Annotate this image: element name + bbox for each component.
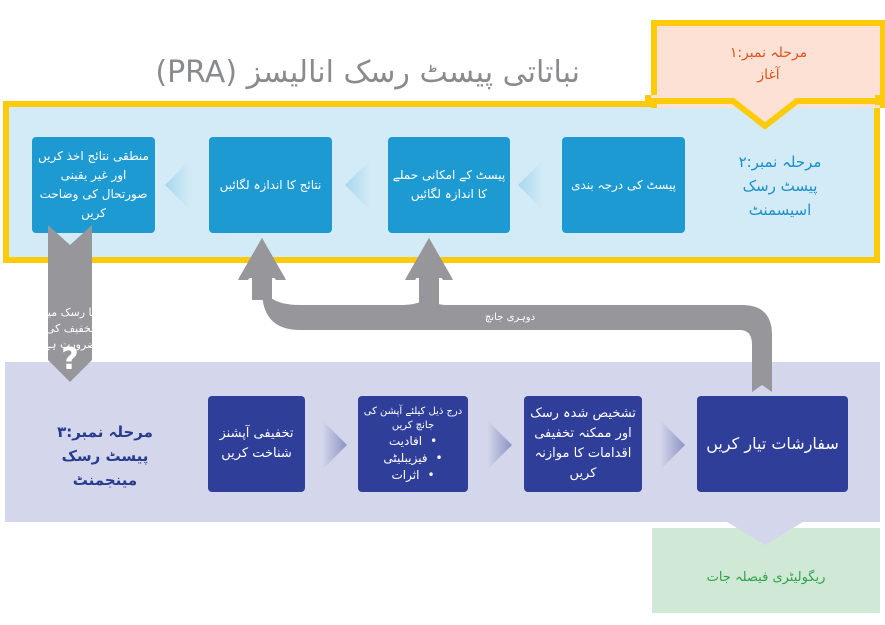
list-item: افادیت (383, 433, 442, 450)
chevron-right-icon (660, 420, 685, 470)
stage2-label-line2: پیسٹ رسک (742, 177, 818, 195)
chevron-left-icon (165, 160, 190, 210)
stage2-label: مرحلہ نمبر:۲ پیسٹ رسک اسیسمنٹ (700, 150, 860, 222)
list-item: اثرات (383, 467, 442, 484)
outcome-label: ریگولیٹری فیصلہ جات (706, 570, 826, 585)
arrow-up-icon (238, 238, 286, 280)
step-text: پیسٹ کے امکانی حملے کا اندازہ لگائیں (392, 168, 506, 201)
arrow-up-icon (405, 238, 453, 280)
decision-question: کیا رسک میں تخفیف کی ضرورت ہے (39, 306, 101, 351)
stage3-label-line3: مینجمنٹ (72, 471, 138, 489)
options-list: افادیت فیزیبلیٹی اثرات (383, 433, 442, 484)
step-text: تشخیص شدہ رسک اور ممکنہ تخفیفی اقدامات ک… (530, 406, 636, 481)
stage2-label-line3: اسیسمنٹ (748, 201, 812, 219)
stage2-chevrons (165, 160, 543, 210)
page-title: نباتاتی پیسٹ رسک انالیسز (PRA) (155, 55, 580, 90)
feedback-label: دوہری جانچ (484, 312, 536, 323)
step-conclusions[interactable]: منطقی نتائج اخذ کریں اور غیر یقینی صورتح… (32, 137, 155, 233)
decision-arrow (48, 225, 92, 382)
step-recommendations[interactable]: سفارشات تیار کریں (697, 396, 848, 492)
chevron-left-icon (518, 160, 543, 210)
step-text: پیسٹ کی درجہ بندی (571, 177, 676, 192)
step-evaluate-options[interactable]: درج ذیل کیلئے آپشن کی جانچ کریں افادیت ف… (358, 396, 468, 492)
step-entry-assessment[interactable]: پیسٹ کے امکانی حملے کا اندازہ لگائیں (388, 137, 510, 233)
step-text: منطقی نتائج اخذ کریں اور غیر یقینی صورتح… (38, 149, 149, 220)
stage1-panel (651, 20, 885, 108)
step-compare-measures[interactable]: تشخیص شدہ رسک اور ممکنہ تخفیفی اقدامات ک… (524, 396, 642, 492)
step-text: سفارشات تیار کریں (706, 434, 839, 453)
step-text: تخفیفی آپشنز شناخت کریں (219, 426, 294, 461)
chevron-right-icon (322, 420, 347, 470)
chevron-right-icon (487, 420, 512, 470)
step-identify-options[interactable]: تخفیفی آپشنز شناخت کریں (208, 396, 305, 492)
stage2-label-line1: مرحلہ نمبر:۲ (738, 153, 822, 171)
step-pest-categorization[interactable]: پیسٹ کی درجہ بندی (562, 137, 685, 233)
step-text: نتائج کا اندازہ لگائیں (219, 177, 322, 192)
list-item: فیزیبلیٹی (383, 450, 442, 467)
stage1-label-line2: آغاز (757, 67, 780, 83)
stage3-label-line2: پیسٹ رسک (61, 447, 149, 465)
feedback-arrow (239, 238, 772, 392)
question-mark-icon: ? (61, 342, 79, 377)
stage3-pointer (652, 520, 880, 545)
stage3-chevrons (322, 420, 685, 470)
chevron-left-icon (345, 160, 370, 210)
step-consequence-assessment[interactable]: نتائج کا اندازہ لگائیں (209, 137, 332, 233)
stage1-label: مرحلہ نمبر:۱ آغاز (651, 42, 885, 86)
stage3-label: مرحلہ نمبر:۳ پیسٹ رسک مینجمنٹ (30, 420, 180, 492)
stage3-label-line1: مرحلہ نمبر:۳ (57, 423, 153, 441)
step-heading: درج ذیل کیلئے آپشن کی جانچ کریں (363, 405, 463, 431)
stage1-pointer (645, 95, 885, 130)
stage1-label-line1: مرحلہ نمبر:۱ (729, 45, 808, 61)
